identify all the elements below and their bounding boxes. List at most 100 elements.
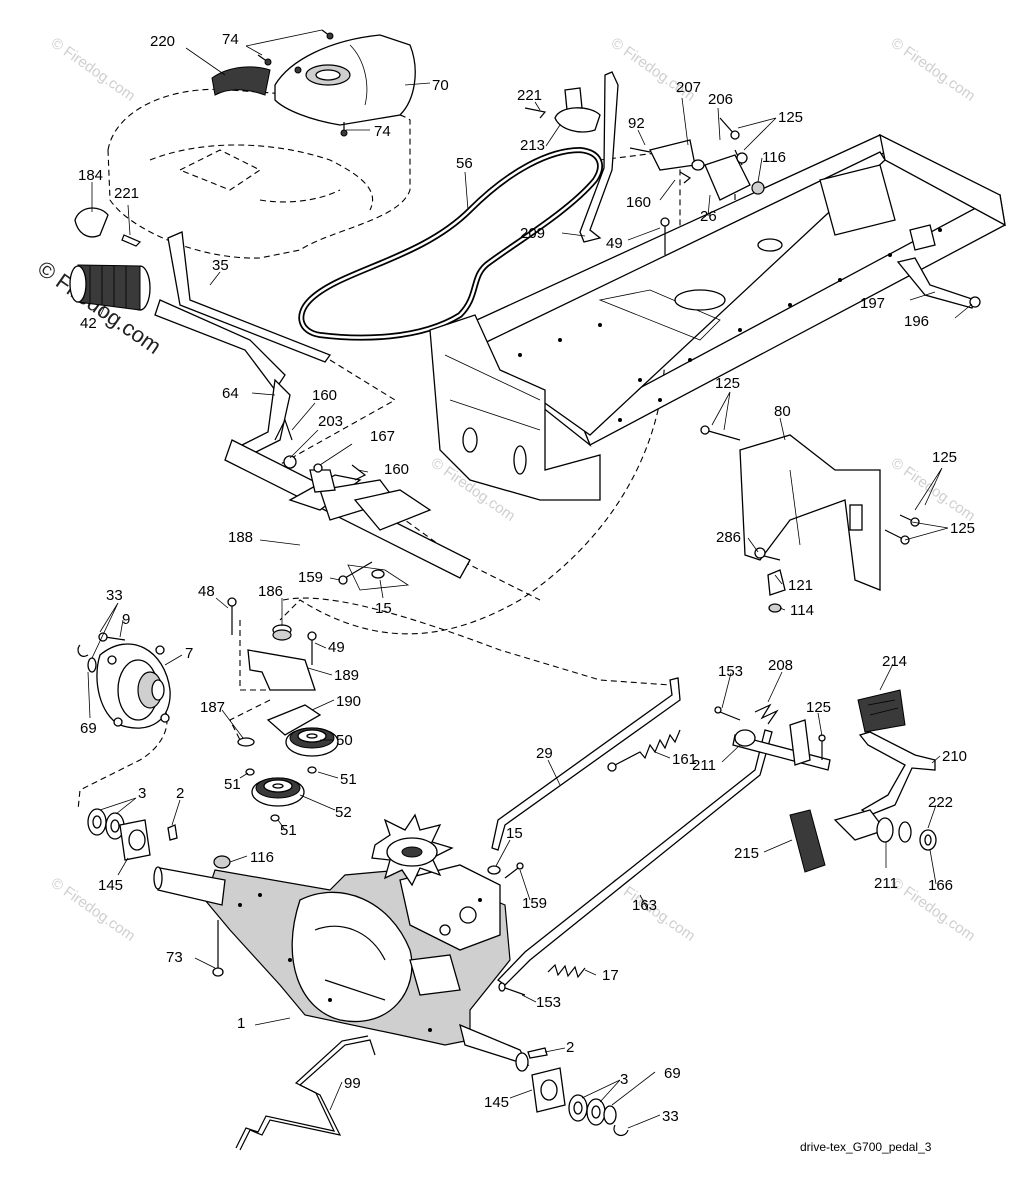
lift-rod-35 bbox=[167, 231, 332, 363]
callout-186: 186 bbox=[258, 583, 283, 600]
callout-114: 114 bbox=[790, 602, 814, 619]
watermark: © Firedog.com bbox=[888, 34, 979, 104]
callout-48: 48 bbox=[198, 583, 215, 600]
callout-125: 125 bbox=[950, 520, 975, 537]
callout-17: 17 bbox=[602, 967, 619, 984]
shaft-188 bbox=[224, 439, 471, 579]
washers-3-left bbox=[87, 808, 125, 840]
dash-console-70 bbox=[274, 34, 416, 126]
frame-holes bbox=[518, 228, 942, 422]
callout-50: 50 bbox=[336, 732, 353, 749]
callout-125: 125 bbox=[778, 109, 803, 126]
lift-rod-64 bbox=[154, 299, 291, 461]
wheel-hub-7 bbox=[77, 632, 171, 729]
callout-15: 15 bbox=[375, 600, 392, 617]
watermark: © Firedog.com bbox=[48, 34, 139, 104]
spring-17 bbox=[547, 963, 586, 979]
callout-203: 203 bbox=[318, 413, 343, 430]
callout-222: 222 bbox=[928, 794, 953, 811]
callout-125: 125 bbox=[932, 449, 957, 466]
callout-163: 163 bbox=[632, 897, 657, 914]
key-2-right bbox=[527, 1047, 548, 1059]
callout-92: 92 bbox=[628, 115, 645, 132]
callout-159: 159 bbox=[522, 895, 547, 912]
callout-207: 207 bbox=[676, 79, 701, 96]
clip-221 bbox=[121, 234, 142, 247]
bolt-73 bbox=[212, 920, 224, 977]
callout-160: 160 bbox=[626, 194, 651, 211]
callout-286: 286 bbox=[716, 529, 741, 546]
callout-145: 145 bbox=[98, 877, 123, 894]
clamp-121-114 bbox=[754, 547, 786, 613]
callout-33: 33 bbox=[106, 587, 123, 604]
callout-190: 190 bbox=[336, 693, 361, 710]
callout-145: 145 bbox=[484, 1094, 509, 1111]
callout-209: 209 bbox=[520, 225, 545, 242]
callout-64: 64 bbox=[222, 385, 239, 402]
callout-121: 121 bbox=[788, 577, 813, 594]
callout-184: 184 bbox=[78, 167, 103, 184]
callout-15: 15 bbox=[506, 825, 523, 842]
knob-184 bbox=[74, 207, 109, 238]
callout-49: 49 bbox=[606, 235, 623, 252]
drive-belt-56 bbox=[298, 146, 603, 341]
callout-153: 153 bbox=[718, 663, 743, 680]
pedal-shaft-assembly bbox=[714, 703, 937, 851]
chassis-frame bbox=[429, 133, 1006, 501]
pin-153-bottom bbox=[498, 982, 526, 996]
pedal-210 bbox=[833, 731, 936, 841]
callout-196: 196 bbox=[904, 313, 929, 330]
callout-189: 189 bbox=[334, 667, 359, 684]
callout-3: 3 bbox=[138, 785, 146, 802]
callout-74: 74 bbox=[374, 123, 391, 140]
callout-211: 211 bbox=[692, 757, 716, 774]
bolt-49-top bbox=[660, 217, 670, 255]
callout-29: 29 bbox=[536, 745, 553, 762]
idler-assembly bbox=[227, 597, 339, 822]
callout-116: 116 bbox=[250, 849, 274, 866]
spring-161 bbox=[607, 729, 681, 772]
callout-215: 215 bbox=[734, 845, 759, 862]
callout-116: 116 bbox=[762, 149, 786, 166]
callout-33: 33 bbox=[662, 1108, 679, 1125]
rod-209 bbox=[579, 71, 619, 243]
cooling-fan bbox=[371, 813, 454, 887]
callout-221: 221 bbox=[517, 87, 542, 104]
callout-2: 2 bbox=[176, 785, 184, 802]
callout-167: 167 bbox=[370, 428, 395, 445]
callout-213: 213 bbox=[520, 137, 545, 154]
callout-210: 210 bbox=[942, 748, 967, 765]
callout-52: 52 bbox=[335, 804, 352, 821]
leader-lines bbox=[87, 29, 973, 1129]
callout-80: 80 bbox=[774, 403, 791, 420]
rod-99 bbox=[235, 1035, 376, 1151]
pin-159-washer-15 bbox=[338, 561, 410, 591]
pedal-pad-214 bbox=[857, 689, 906, 733]
transaxle-1 bbox=[153, 864, 530, 1072]
callout-214: 214 bbox=[882, 653, 907, 670]
callout-2: 2 bbox=[566, 1039, 574, 1056]
callout-7: 7 bbox=[185, 645, 193, 662]
callout-9: 9 bbox=[122, 611, 130, 628]
callout-70: 70 bbox=[432, 77, 449, 94]
pin-159-washer-15-lower bbox=[487, 862, 524, 879]
callout-51: 51 bbox=[280, 822, 297, 839]
callout-51: 51 bbox=[224, 776, 241, 793]
callout-206: 206 bbox=[708, 91, 733, 108]
callout-160: 160 bbox=[384, 461, 409, 478]
callout-35: 35 bbox=[212, 257, 229, 274]
callout-49: 49 bbox=[328, 639, 345, 656]
callout-153: 153 bbox=[536, 994, 561, 1011]
callout-1: 1 bbox=[237, 1015, 245, 1032]
grip-220 bbox=[211, 66, 271, 96]
knob-213-clip-221 bbox=[524, 87, 601, 133]
callout-160: 160 bbox=[312, 387, 337, 404]
callout-187: 187 bbox=[200, 699, 225, 716]
callout-161: 161 bbox=[672, 751, 697, 768]
callout-69: 69 bbox=[80, 720, 97, 737]
callout-211: 211 bbox=[874, 875, 898, 892]
callout-208: 208 bbox=[768, 657, 793, 674]
callout-56: 56 bbox=[456, 155, 473, 172]
